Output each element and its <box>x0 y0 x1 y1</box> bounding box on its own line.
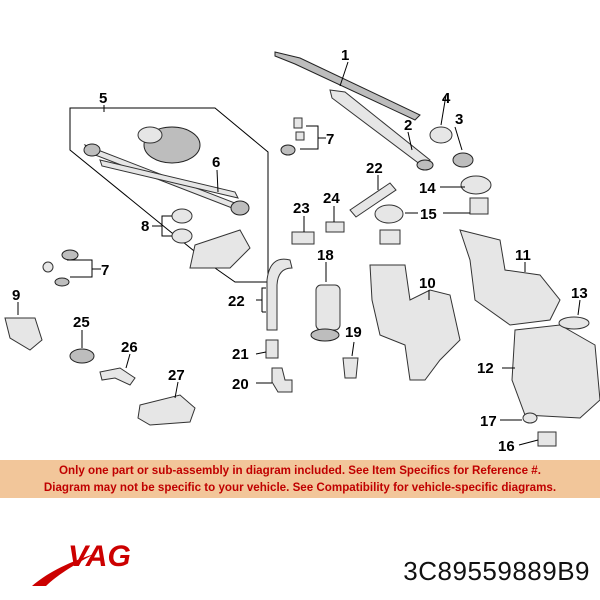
callout-7-upper: 7 <box>326 131 334 148</box>
part-number: 3C89559889B9 <box>403 556 590 586</box>
callout-4: 4 <box>442 90 451 107</box>
callout-24: 24 <box>323 190 340 207</box>
logo-text: VAG <box>68 540 131 573</box>
callout-16: 16 <box>498 438 515 455</box>
grommet-part <box>342 357 359 379</box>
notice-line-2: Diagram may not be specific to your vehi… <box>43 481 557 494</box>
hose-part <box>349 182 397 218</box>
wiper-linkage-part <box>83 126 251 269</box>
cap-part <box>429 126 453 144</box>
logo-swoosh <box>32 554 94 586</box>
callout-14: 14 <box>419 180 436 197</box>
grommet-part <box>522 412 538 424</box>
washer-pump-part <box>310 284 341 342</box>
callout-19: 19 <box>345 324 362 341</box>
callout-5: 5 <box>99 90 107 107</box>
grommet-part <box>69 348 95 364</box>
pump-part <box>537 431 557 447</box>
wiper-blade-part <box>274 51 421 121</box>
reservoir-part <box>369 197 600 419</box>
grommet-part <box>171 228 193 244</box>
nozzle-part <box>291 231 315 245</box>
connector-part <box>265 339 279 359</box>
notice-line-1: Only one part or sub-assembly in diagram… <box>59 464 541 477</box>
callout-20: 20 <box>232 376 249 393</box>
callout-6: 6 <box>212 154 220 171</box>
nozzle-part <box>325 221 345 233</box>
filler-cap-part <box>374 204 404 224</box>
connector-part <box>271 367 293 393</box>
callout-22-lower: 22 <box>228 293 245 310</box>
filler-cap-part <box>460 175 492 195</box>
callout-26: 26 <box>121 339 138 356</box>
callout-27: 27 <box>168 367 185 384</box>
callout-2: 2 <box>404 117 412 134</box>
callout-21: 21 <box>232 346 249 363</box>
hose-part <box>99 367 136 386</box>
callout-23: 23 <box>293 200 310 217</box>
callout-8: 8 <box>141 218 149 235</box>
bracket-part <box>4 317 43 351</box>
wiper-arm-part <box>329 89 434 171</box>
leader-lines <box>17 61 581 446</box>
wiper-linkage-frame <box>69 107 269 283</box>
callout-3: 3 <box>455 111 463 128</box>
nut-part <box>452 152 474 168</box>
callout-15: 15 <box>420 206 437 223</box>
callout-10: 10 <box>419 275 436 292</box>
callout-18: 18 <box>317 247 334 264</box>
parts-diagram: 1 2 3 4 5 6 7 7 8 9 10 11 12 13 14 15 16… <box>4 47 600 455</box>
callout-1: 1 <box>341 47 349 64</box>
vag-logo: VAG <box>32 540 131 586</box>
pump-part <box>137 394 196 426</box>
callout-25: 25 <box>73 314 90 331</box>
callout-22-upper: 22 <box>366 160 383 177</box>
seal-ring-part <box>558 316 590 330</box>
callout-13: 13 <box>571 285 588 302</box>
callout-17: 17 <box>480 413 497 430</box>
grommet-part <box>171 208 193 224</box>
fastener-parts <box>42 117 305 287</box>
callout-11: 11 <box>515 247 531 264</box>
callout-7-lower: 7 <box>101 262 109 279</box>
callout-9: 9 <box>12 287 20 304</box>
notice-banner: Only one part or sub-assembly in diagram… <box>0 460 600 498</box>
hose-part <box>266 258 293 331</box>
callout-12: 12 <box>477 360 494 377</box>
